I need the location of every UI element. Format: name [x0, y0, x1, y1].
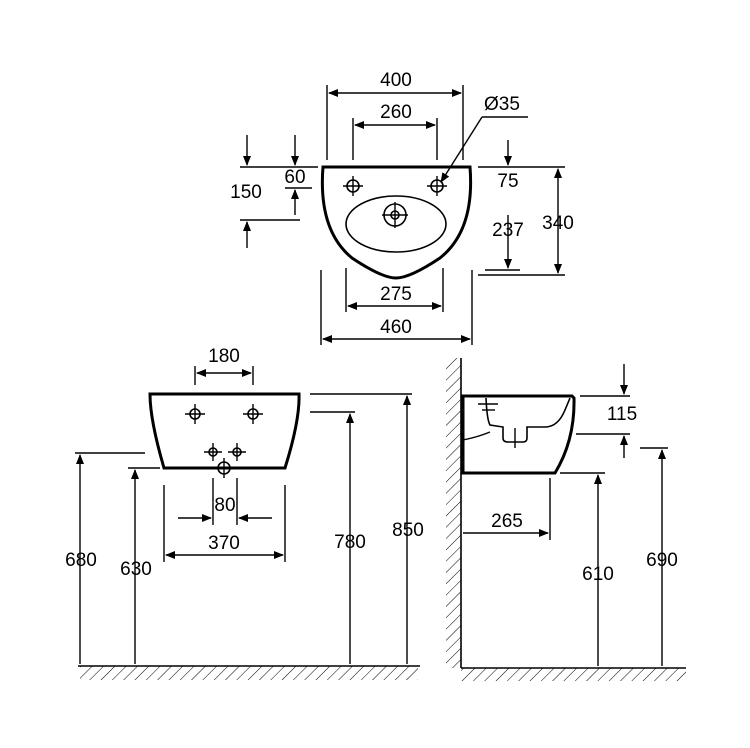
- floor-hatch: [80, 666, 418, 680]
- dim-mounting-width: 370: [208, 533, 240, 554]
- bracket-hole-left-icon: [185, 404, 205, 424]
- side-view: 115 265 610 690: [446, 358, 686, 681]
- basin-side-outline: [461, 394, 576, 475]
- dim-mount-height-2: 630: [120, 559, 152, 580]
- side-floor-hatch: [461, 668, 686, 681]
- dim-hole-diameter: Ø35: [484, 94, 520, 115]
- dim-hole-from-back: 60: [284, 167, 305, 188]
- basin-top-outline: [320, 165, 473, 280]
- dim-bowl-width: 275: [380, 284, 412, 305]
- dim-hole-from-back-right: 75: [497, 171, 518, 192]
- front-view: 180 80 370 680 630 780 850: [65, 346, 424, 680]
- wall-hatch: [446, 358, 461, 668]
- bracket-hole-right-icon: [243, 404, 263, 424]
- dim-depth-overall: 340: [542, 213, 574, 234]
- dim-width-overall: 400: [380, 70, 412, 91]
- tap-hole-left-icon: [343, 176, 363, 196]
- basin-front-outline: [148, 392, 301, 470]
- dim-underside-height: 610: [582, 564, 614, 585]
- dim-rim-height-1: 780: [334, 532, 366, 553]
- dim-drain-spacing: 80: [214, 495, 235, 516]
- dim-hole-spacing: 260: [380, 102, 412, 123]
- dim-projection: 265: [491, 511, 523, 532]
- dim-rim-height-2: 850: [392, 520, 424, 541]
- dim-rim-offset: 115: [607, 404, 637, 425]
- dim-bracket-spacing: 180: [208, 346, 240, 367]
- dim-mount-height: 690: [646, 550, 678, 571]
- dim-mount-height-1: 680: [65, 550, 97, 571]
- bowl-ellipse: [345, 195, 447, 253]
- drain-holes-icon: [204, 443, 246, 478]
- dim-depth-to-hole: 150: [230, 182, 262, 203]
- tap-hole-right-icon: [427, 176, 447, 196]
- top-view: 400 260 Ø35 150 60 75 237 340 275: [230, 70, 574, 345]
- dim-base-width: 460: [380, 317, 412, 338]
- dim-bowl-depth: 237: [492, 220, 524, 241]
